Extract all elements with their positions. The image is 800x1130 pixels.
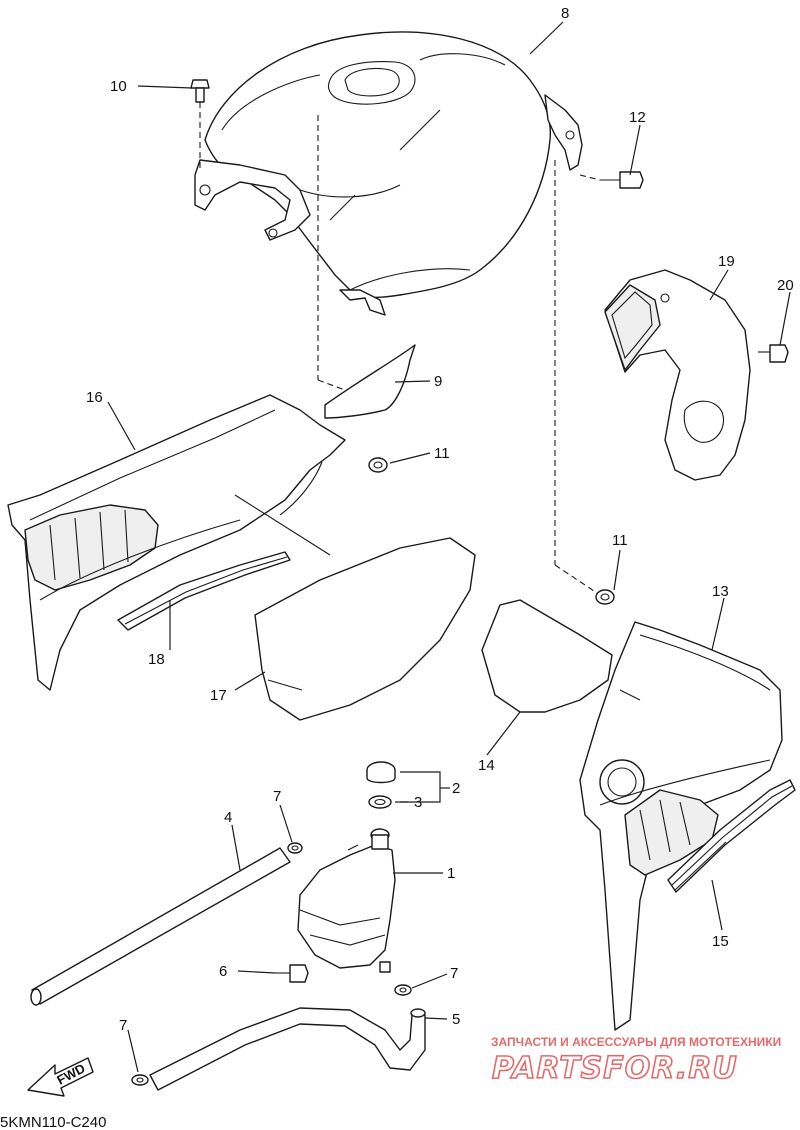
watermark-brand: PARTSFOR.RU — [492, 1051, 738, 1086]
callout-14: 14 — [478, 757, 495, 774]
callout-19: 19 — [718, 253, 735, 270]
callout-8: 8 — [561, 5, 569, 22]
callout-20: 20 — [777, 277, 794, 294]
callout-13: 13 — [712, 583, 729, 600]
clip-7c — [131, 1074, 149, 1086]
callout-7c: 7 — [119, 1017, 127, 1034]
bolt-10 — [190, 79, 210, 170]
callout-17: 17 — [210, 687, 227, 704]
cap-2 — [366, 761, 396, 784]
callout-16: 16 — [86, 389, 103, 406]
callout-18: 18 — [148, 651, 165, 668]
watermark: ЗАПЧАСТИ И АКСЕССУАРЫ ДЛЯ МОТОТЕХНИКИ PA… — [491, 1035, 781, 1087]
clip-7b — [394, 984, 412, 996]
fuel-tank-cover — [194, 31, 583, 316]
callout-leaders — [107, 21, 791, 1073]
bolt-6 — [275, 964, 309, 983]
callout-11a: 11 — [434, 445, 450, 462]
bolt-20 — [758, 344, 789, 363]
callout-7b: 7 — [450, 965, 458, 982]
watermark-tagline: ЗАПЧАСТИ И АКСЕССУАРЫ ДЛЯ МОТОТЕХНИКИ — [491, 1035, 781, 1049]
fwd-arrow-icon: FWD — [27, 1057, 94, 1097]
diagram-code: 5KMN110-C240 — [0, 1114, 106, 1130]
callout-12: 12 — [629, 109, 646, 126]
hose-4 — [30, 847, 291, 1006]
callout-2: 2 — [452, 780, 460, 797]
callout-1: 1 — [447, 865, 455, 882]
callout-7a: 7 — [273, 788, 281, 805]
callout-11b: 11 — [612, 532, 628, 549]
assembly-lines — [317, 115, 601, 596]
clip-7a — [287, 842, 303, 854]
left-side-cover-16 — [7, 394, 346, 691]
graphic-14 — [481, 599, 613, 713]
grommet-11b — [595, 589, 615, 605]
stripe-18 — [117, 551, 291, 631]
air-duct-19 — [604, 269, 751, 481]
callouts: 10 8 12 19 20 9 11 16 18 17 14 11 13 15 … — [86, 5, 794, 1034]
bolt-12 — [579, 171, 644, 189]
callout-10: 10 — [110, 78, 127, 95]
hose-5 — [149, 1007, 426, 1091]
oil-tank-1 — [297, 828, 396, 973]
callout-4: 4 — [224, 809, 232, 826]
callout-15: 15 — [712, 933, 729, 950]
graphic-17 — [254, 537, 476, 721]
right-side-cover-13 — [579, 621, 783, 1031]
callout-5: 5 — [452, 1011, 460, 1028]
washer-3 — [368, 795, 392, 809]
grommet-11a — [368, 457, 388, 473]
callout-3: 3 — [414, 794, 422, 811]
stripe-15 — [667, 779, 796, 893]
callout-6: 6 — [219, 963, 227, 980]
callout-9: 9 — [434, 373, 442, 390]
